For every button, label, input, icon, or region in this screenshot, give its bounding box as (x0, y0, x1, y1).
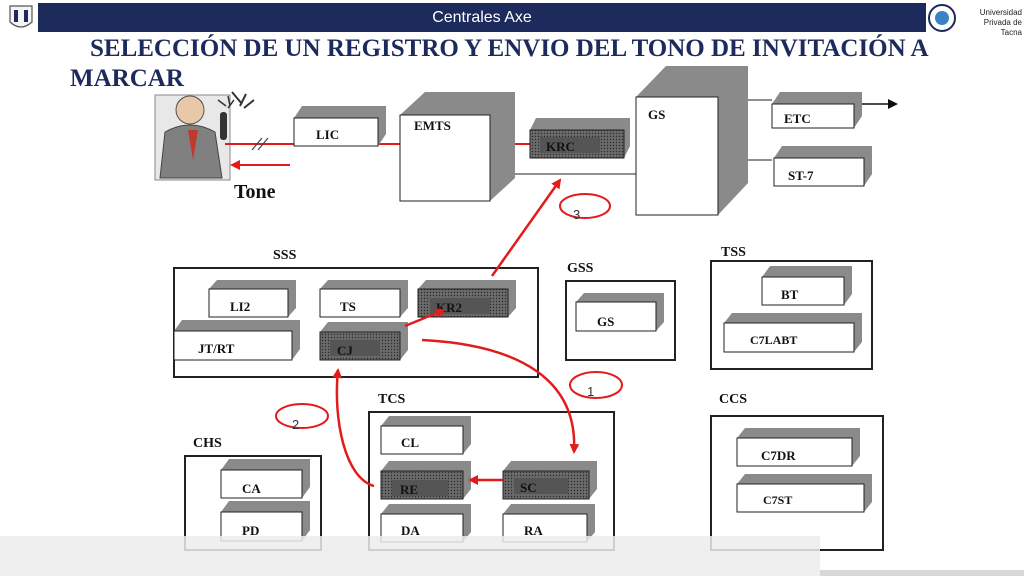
c7labt-block: C7LABT (723, 313, 862, 353)
step-1-marker: 1 (569, 371, 623, 399)
gss-group-label: GSS (567, 261, 594, 276)
footer-band (0, 536, 820, 576)
university-line-1: Universidad (979, 8, 1022, 17)
header-bar (38, 3, 926, 32)
sss-group-label: SSS (273, 248, 297, 263)
step-3-marker: 3 (559, 193, 611, 222)
footer-band-right (820, 570, 1024, 576)
tcs-group-label: TCS (378, 392, 405, 407)
ca-block: CA (220, 459, 310, 499)
li2-label: LI2 (230, 299, 250, 314)
bt-block: BT (761, 266, 852, 306)
gs-sub-block: GS (575, 293, 664, 332)
slide-title: SELECCIÓN DE UN REGISTRO Y ENVIO DEL TON… (70, 35, 928, 92)
tss-group-label: TSS (721, 245, 746, 260)
lic-block: LIC (293, 106, 386, 147)
chs-group-label: CHS (193, 436, 222, 451)
step-3-label: 3 (573, 207, 580, 222)
krc-block: KRC (529, 118, 630, 159)
c7dr-label: C7DR (761, 448, 796, 463)
li2-block: LI2 (208, 280, 296, 318)
gs-top-label: GS (648, 107, 665, 122)
cl-block: CL (380, 416, 471, 455)
ca-label: CA (242, 481, 261, 496)
c7st-block: C7ST (736, 474, 872, 513)
sc-label: SC (520, 480, 537, 495)
ccs-group-label: CCS (719, 392, 747, 407)
re-label: RE (400, 482, 418, 497)
cj-to-sc-arrow (421, 338, 580, 454)
lic-label: LIC (316, 127, 339, 142)
emts-label: EMTS (414, 118, 451, 133)
ra-label: RA (524, 523, 543, 538)
gs-sub-label: GS (597, 314, 614, 329)
header-title: Centrales Axe (432, 9, 532, 26)
st7-block: ST-7 (773, 146, 872, 187)
bt-label: BT (781, 287, 799, 302)
cl-label: CL (401, 435, 419, 450)
etc-label: ETC (784, 111, 811, 126)
krc-label: KRC (546, 139, 575, 154)
cj-to-kr2-arrow (404, 308, 446, 328)
pd-block: PD (220, 501, 310, 542)
left-shield-logo-icon (9, 5, 33, 28)
kr2-to-krc-arrow (490, 178, 562, 277)
emts-block: EMTS (399, 92, 515, 202)
university-line-2: Privada de Tacna (983, 18, 1022, 37)
sc-block: SC (502, 461, 597, 500)
subscriber-person-icon (154, 91, 255, 181)
tone-label: Tone (234, 181, 276, 203)
jtrt-label: JT/RT (198, 341, 235, 356)
ts-block: TS (319, 280, 408, 318)
c7dr-block: C7DR (736, 428, 860, 467)
kr2-block: KR2 (417, 280, 516, 318)
gs-top-block: GS (635, 66, 748, 216)
st7-label: ST-7 (788, 168, 814, 183)
right-university-logo-icon (928, 4, 956, 32)
step-2-label: 2 (292, 417, 299, 432)
re-block: RE (380, 461, 471, 500)
tss-group-frame (710, 260, 873, 370)
step-2-marker: 2 (275, 403, 329, 432)
c7labt-label: C7LABT (750, 333, 797, 347)
re-to-cj-arrow (332, 368, 375, 488)
c7st-label: C7ST (763, 493, 792, 507)
jtrt-block: JT/RT (173, 320, 300, 361)
da-label: DA (401, 523, 420, 538)
cj-block: CJ (319, 322, 408, 361)
gss-group-frame (565, 280, 676, 361)
pd-label: PD (242, 523, 259, 538)
cj-label: CJ (337, 343, 353, 358)
university-name: Universidad Privada de Tacna (962, 8, 1022, 38)
sss-group-frame (173, 267, 539, 378)
step-1-label: 1 (587, 384, 594, 399)
ts-label: TS (340, 299, 356, 314)
etc-block: ETC (771, 92, 862, 129)
